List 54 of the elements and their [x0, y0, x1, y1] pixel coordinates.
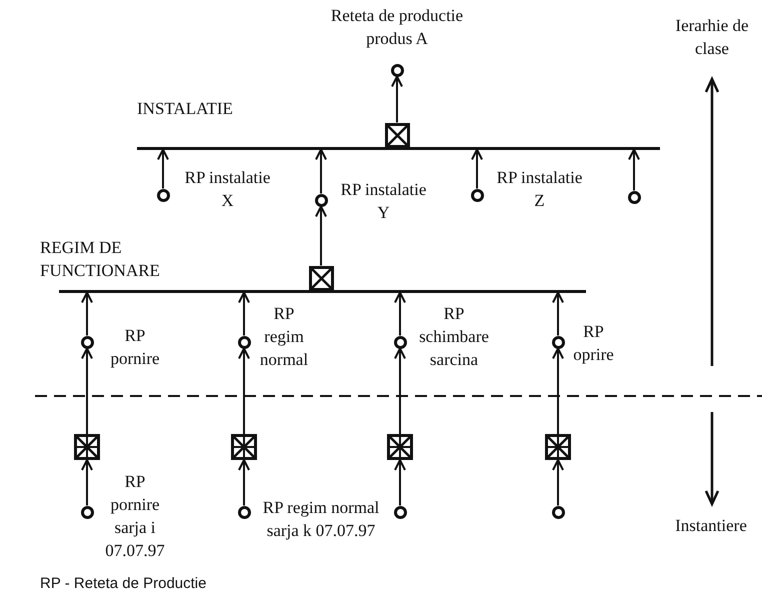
direction-label: Instantiere	[674, 515, 748, 537]
recipe-circle	[80, 506, 94, 518]
instance-box-symbol	[231, 434, 257, 460]
recipe-circle	[628, 190, 640, 204]
hierarchy-bar	[136, 146, 660, 150]
recipe-label: RP instalatie X	[184, 167, 272, 212]
recipe-circle	[552, 506, 564, 518]
recipe-label: RP instalatie Y	[340, 179, 428, 224]
arrow	[471, 148, 483, 188]
instance-box-symbol	[387, 434, 413, 460]
recipe-label: RP oprire	[572, 321, 615, 366]
arrow	[394, 348, 406, 434]
recipe-label: RP instalatie Z	[496, 167, 584, 212]
level-label: INSTALATIE	[137, 98, 234, 120]
recipe-circle	[238, 506, 250, 518]
instance-box-symbol	[74, 434, 100, 460]
arrow	[315, 148, 327, 194]
arrow	[552, 459, 564, 506]
arrow	[552, 348, 564, 434]
arrow	[552, 292, 564, 336]
recipe-circle	[394, 506, 406, 518]
instance-box-symbol	[545, 434, 571, 460]
arrow	[81, 292, 93, 336]
recipe-label: RP pornire sarja i 07.07.97	[104, 471, 166, 562]
recipe-circle	[552, 336, 564, 348]
recipe-circle	[156, 188, 170, 202]
arrow	[81, 348, 93, 434]
recipe-label: Reteta de productie produs A	[330, 5, 464, 50]
recipe-circle	[314, 194, 328, 206]
crossed-box-symbol	[308, 266, 334, 290]
arrow	[238, 348, 250, 434]
arrow	[81, 459, 93, 506]
recipe-label: RP regim normal	[258, 303, 310, 371]
arrow	[157, 148, 169, 188]
arrow	[394, 459, 406, 506]
recipe-circle	[394, 336, 406, 348]
recipe-label: RP regim normal sarja k 07.07.97	[262, 497, 380, 542]
arrow	[238, 459, 250, 506]
arrow	[394, 292, 406, 336]
recipe-circle	[238, 336, 250, 348]
level-label: REGIM DE FUNCTIONARE	[40, 237, 161, 282]
recipe-circle	[390, 64, 404, 76]
recipe-label: RP pornire	[109, 325, 161, 370]
arrow	[238, 292, 250, 336]
arrow	[315, 206, 327, 266]
direction-label: Ierarhie de clase	[674, 15, 750, 60]
hierarchy-bar	[58, 290, 586, 292]
recipe-label: RP schimbare sarcina	[418, 303, 490, 371]
arrow	[628, 148, 640, 190]
recipe-circle	[470, 188, 484, 202]
arrow	[391, 76, 403, 122]
recipe-circle	[80, 336, 94, 348]
crossed-box-symbol	[384, 122, 410, 148]
note-text: RP - Reteta de Productie	[40, 574, 208, 594]
